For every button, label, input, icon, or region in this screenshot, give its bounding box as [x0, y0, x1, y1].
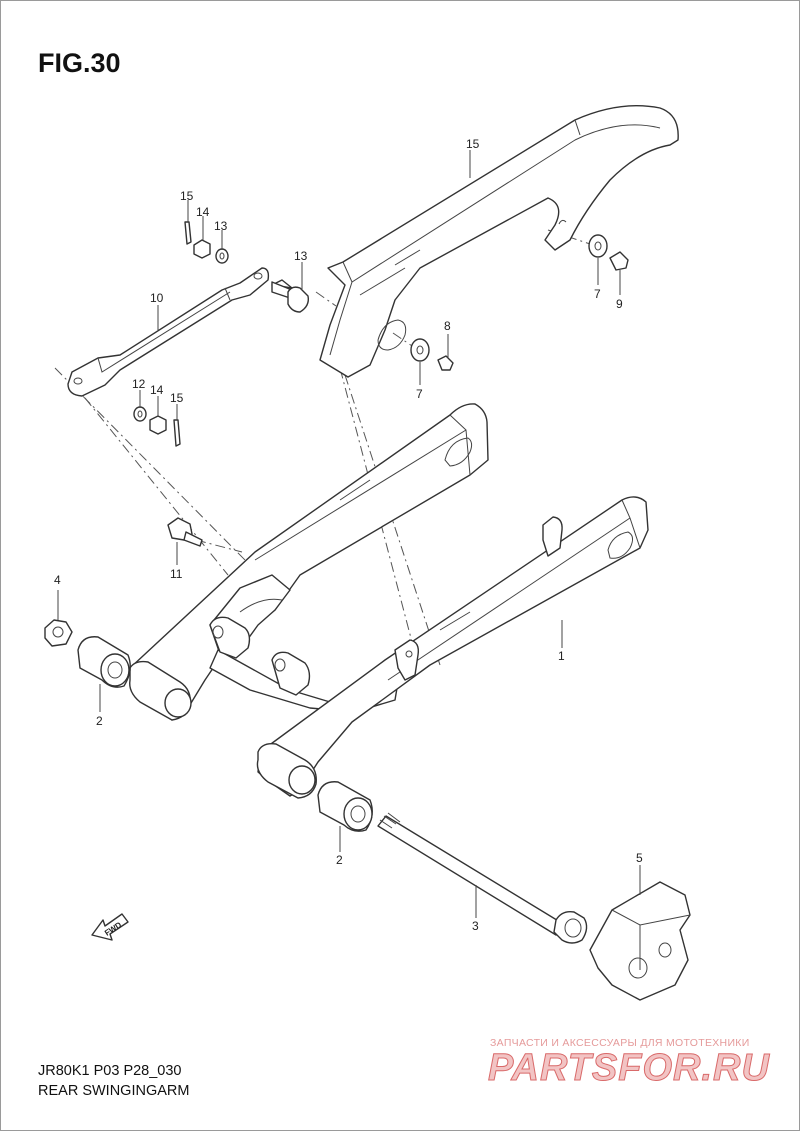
callout-15-lower: 15 — [170, 391, 184, 405]
washer-part-13-lower — [133, 406, 147, 422]
screw-part-8 — [437, 355, 454, 371]
watermark-brand: PARTSFOR.RU — [488, 1047, 770, 1090]
screw-part-9 — [609, 251, 629, 271]
nut-part-14-lower — [149, 415, 167, 435]
footer: JR80K1 P03 P28_030 REAR SWINGINGARM — [38, 1061, 189, 1101]
callout-5: 5 — [636, 851, 643, 865]
bolt-part-12 — [271, 279, 310, 313]
bushing-right — [317, 781, 373, 832]
callout-13-upper: 13 — [214, 219, 228, 233]
leader-lines — [57, 150, 641, 918]
bolt-part-11 — [167, 517, 203, 547]
callout-8: 8 — [444, 319, 451, 333]
callout-12: 13 — [294, 249, 308, 263]
callout-9: 9 — [616, 297, 623, 311]
callout-2-left: 2 — [96, 714, 103, 728]
callout-10: 10 — [150, 291, 164, 305]
callout-3: 3 — [472, 919, 479, 933]
figure-title: FIG.30 — [38, 48, 121, 78]
chain-buffer — [589, 881, 691, 1001]
callout-14-upper: 14 — [196, 205, 210, 219]
section-name: REAR SWINGINGARM — [38, 1083, 190, 1099]
callout-1: 1 — [558, 649, 565, 663]
cotter-pin-part-15-upper — [184, 221, 192, 245]
watermark-tagline: ЗАПЧАСТИ И АКСЕССУАРЫ ДЛЯ МОТОТЕХНИКИ — [490, 1037, 750, 1049]
cotter-pin-part-15-lower — [173, 419, 181, 447]
washer-part-7-upper — [588, 234, 608, 258]
nut-part-4 — [44, 619, 73, 647]
callout-13-lower: 12 — [132, 377, 146, 391]
chain-case — [319, 105, 679, 378]
bushing-left — [77, 636, 131, 688]
callout-14-lower: 14 — [150, 383, 164, 397]
washer-part-7-lower — [410, 338, 430, 362]
callout-15-upper: 15 — [180, 189, 194, 203]
brace-bar — [67, 267, 270, 397]
callout-7-upper: 7 — [594, 287, 601, 301]
model-code: JR80K1 P03 P28_030 — [38, 1063, 182, 1079]
pivot-bolt — [377, 812, 588, 944]
nut-part-14-upper — [193, 239, 211, 259]
callout-11: 11 — [170, 567, 183, 581]
callout-2-right: 2 — [336, 853, 343, 867]
callout-labels: 15 13 15 14 13 10 8 7 7 9 12 14 15 11 4 … — [54, 137, 643, 933]
callout-7-lower: 7 — [416, 387, 423, 401]
callout-4: 4 — [54, 573, 61, 587]
swingarm — [129, 403, 649, 799]
fwd-arrow-icon: FWD — [91, 913, 129, 941]
washer-part-13-upper — [215, 248, 229, 264]
callout-6: 15 — [466, 137, 480, 151]
